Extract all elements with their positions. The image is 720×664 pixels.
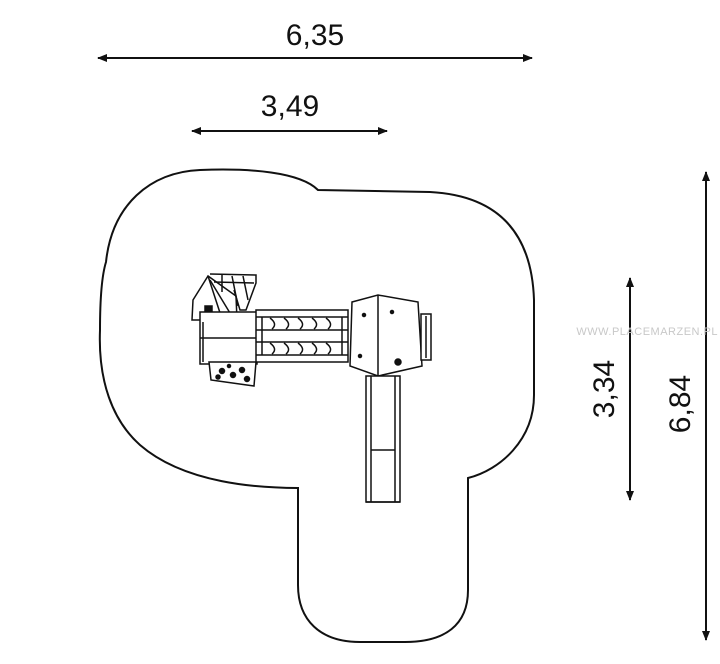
dimension-total-depth: 6,84 (664, 171, 710, 641)
suspension-bridge (255, 309, 349, 363)
safety-zone-outline (98, 168, 535, 643)
dimension-structure-depth: 3,34 (588, 277, 634, 501)
slide (365, 375, 401, 503)
playground-structure (191, 273, 432, 503)
dimension-structure-width-label: 3,49 (261, 90, 319, 123)
dimension-total-width-label: 6,35 (286, 19, 344, 52)
dimension-structure-depth-label: 3,34 (588, 360, 621, 418)
right-tower-roof (349, 294, 423, 377)
watermark-text: WWW.PLACEMARZEN.PL (576, 326, 718, 338)
climbing-wall (208, 361, 257, 387)
railing-net (209, 273, 257, 311)
dimension-total-width: 6,35 (97, 19, 533, 62)
dimension-structure-width: 3,49 (191, 90, 388, 135)
dimension-total-depth-label: 6,84 (664, 375, 697, 433)
